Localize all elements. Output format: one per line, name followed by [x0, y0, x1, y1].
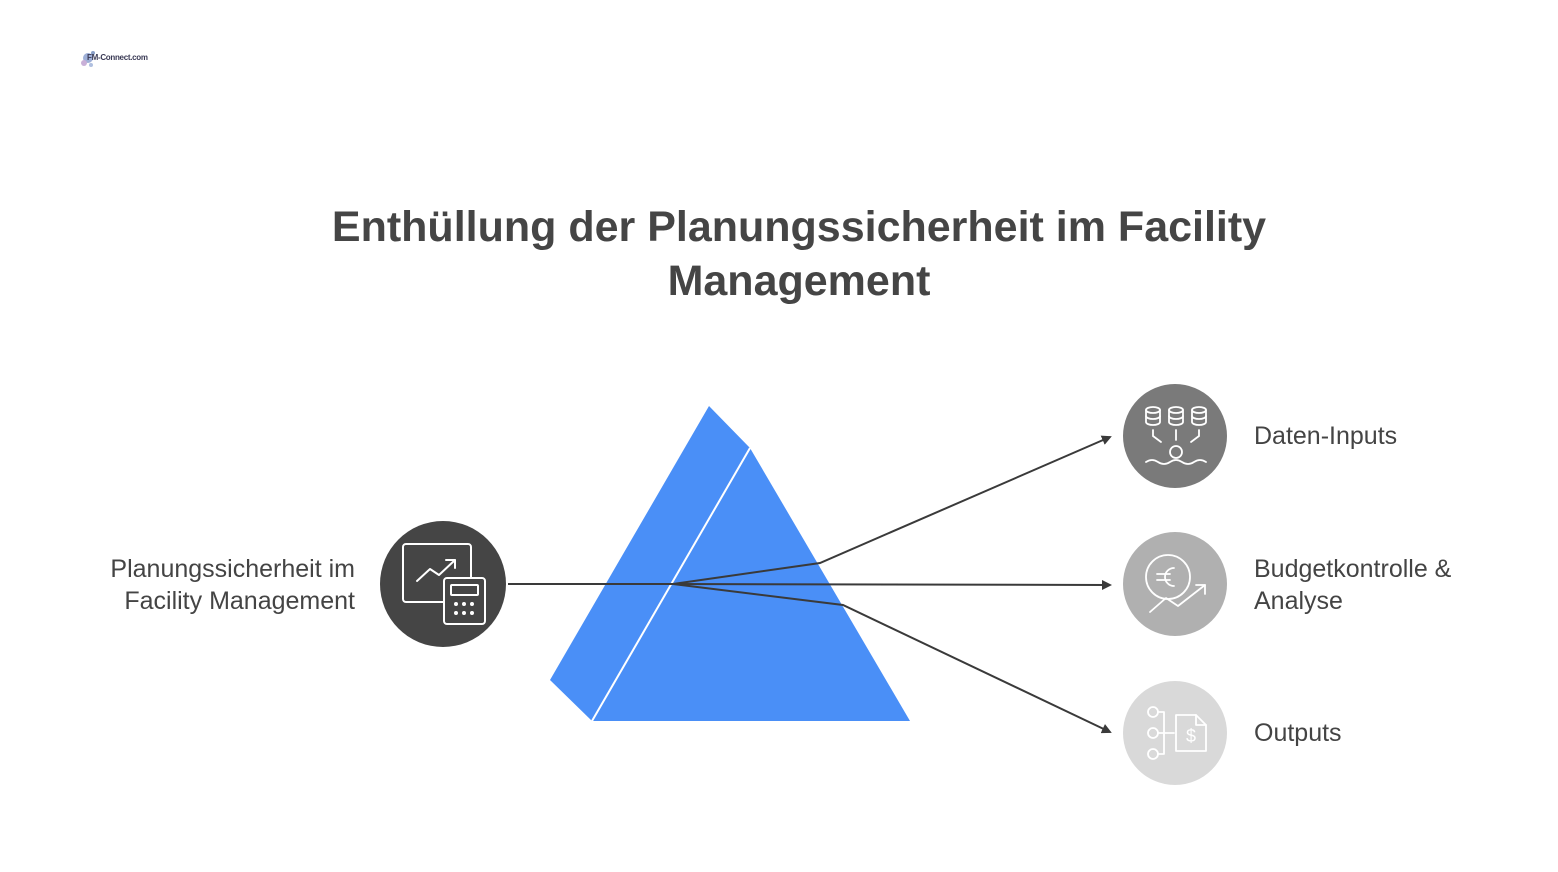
budgetkontrolle-circle	[1123, 532, 1227, 636]
output-label-line1: Budgetkontrolle &	[1254, 555, 1452, 583]
chart-calculator-icon	[402, 543, 486, 625]
page-title: Enthüllung der Planungssicherheit im Fac…	[331, 203, 1267, 305]
beam-to-outputs	[672, 583, 1112, 734]
beam-to-daten-inputs	[672, 435, 1112, 585]
output-label-daten-inputs: Daten-Inputs	[1254, 420, 1397, 452]
output-label-budgetkontrolle: Budgetkontrolle & Analyse	[1254, 553, 1451, 617]
logo: FM-Connect.com	[78, 46, 148, 74]
daten-inputs-circle	[1123, 384, 1227, 488]
output-label-line1: Daten-Inputs	[1254, 422, 1398, 450]
flow-dollar-document-icon: $	[1147, 706, 1207, 760]
input-label: Planungssicherheit im Facility Managemen…	[40, 553, 355, 617]
databases-gear-icon	[1145, 406, 1207, 465]
prism-side-face	[550, 406, 750, 721]
output-label-outputs: Outputs	[1254, 717, 1342, 749]
logo-text: FM-Connect.com	[87, 53, 148, 62]
euro-trend-icon	[1145, 554, 1206, 613]
logo-splash-icon	[81, 51, 95, 67]
input-label-line1: Planungssicherheit im	[110, 555, 355, 583]
input-label-line2: Facility Management	[124, 587, 355, 615]
svg-text:$: $	[1186, 726, 1196, 746]
outputs-circle	[1123, 681, 1227, 785]
output-label-line1: Outputs	[1254, 719, 1342, 747]
output-label-line2: Analyse	[1254, 587, 1343, 615]
beam-to-budgetkontrolle	[672, 579, 1112, 590]
